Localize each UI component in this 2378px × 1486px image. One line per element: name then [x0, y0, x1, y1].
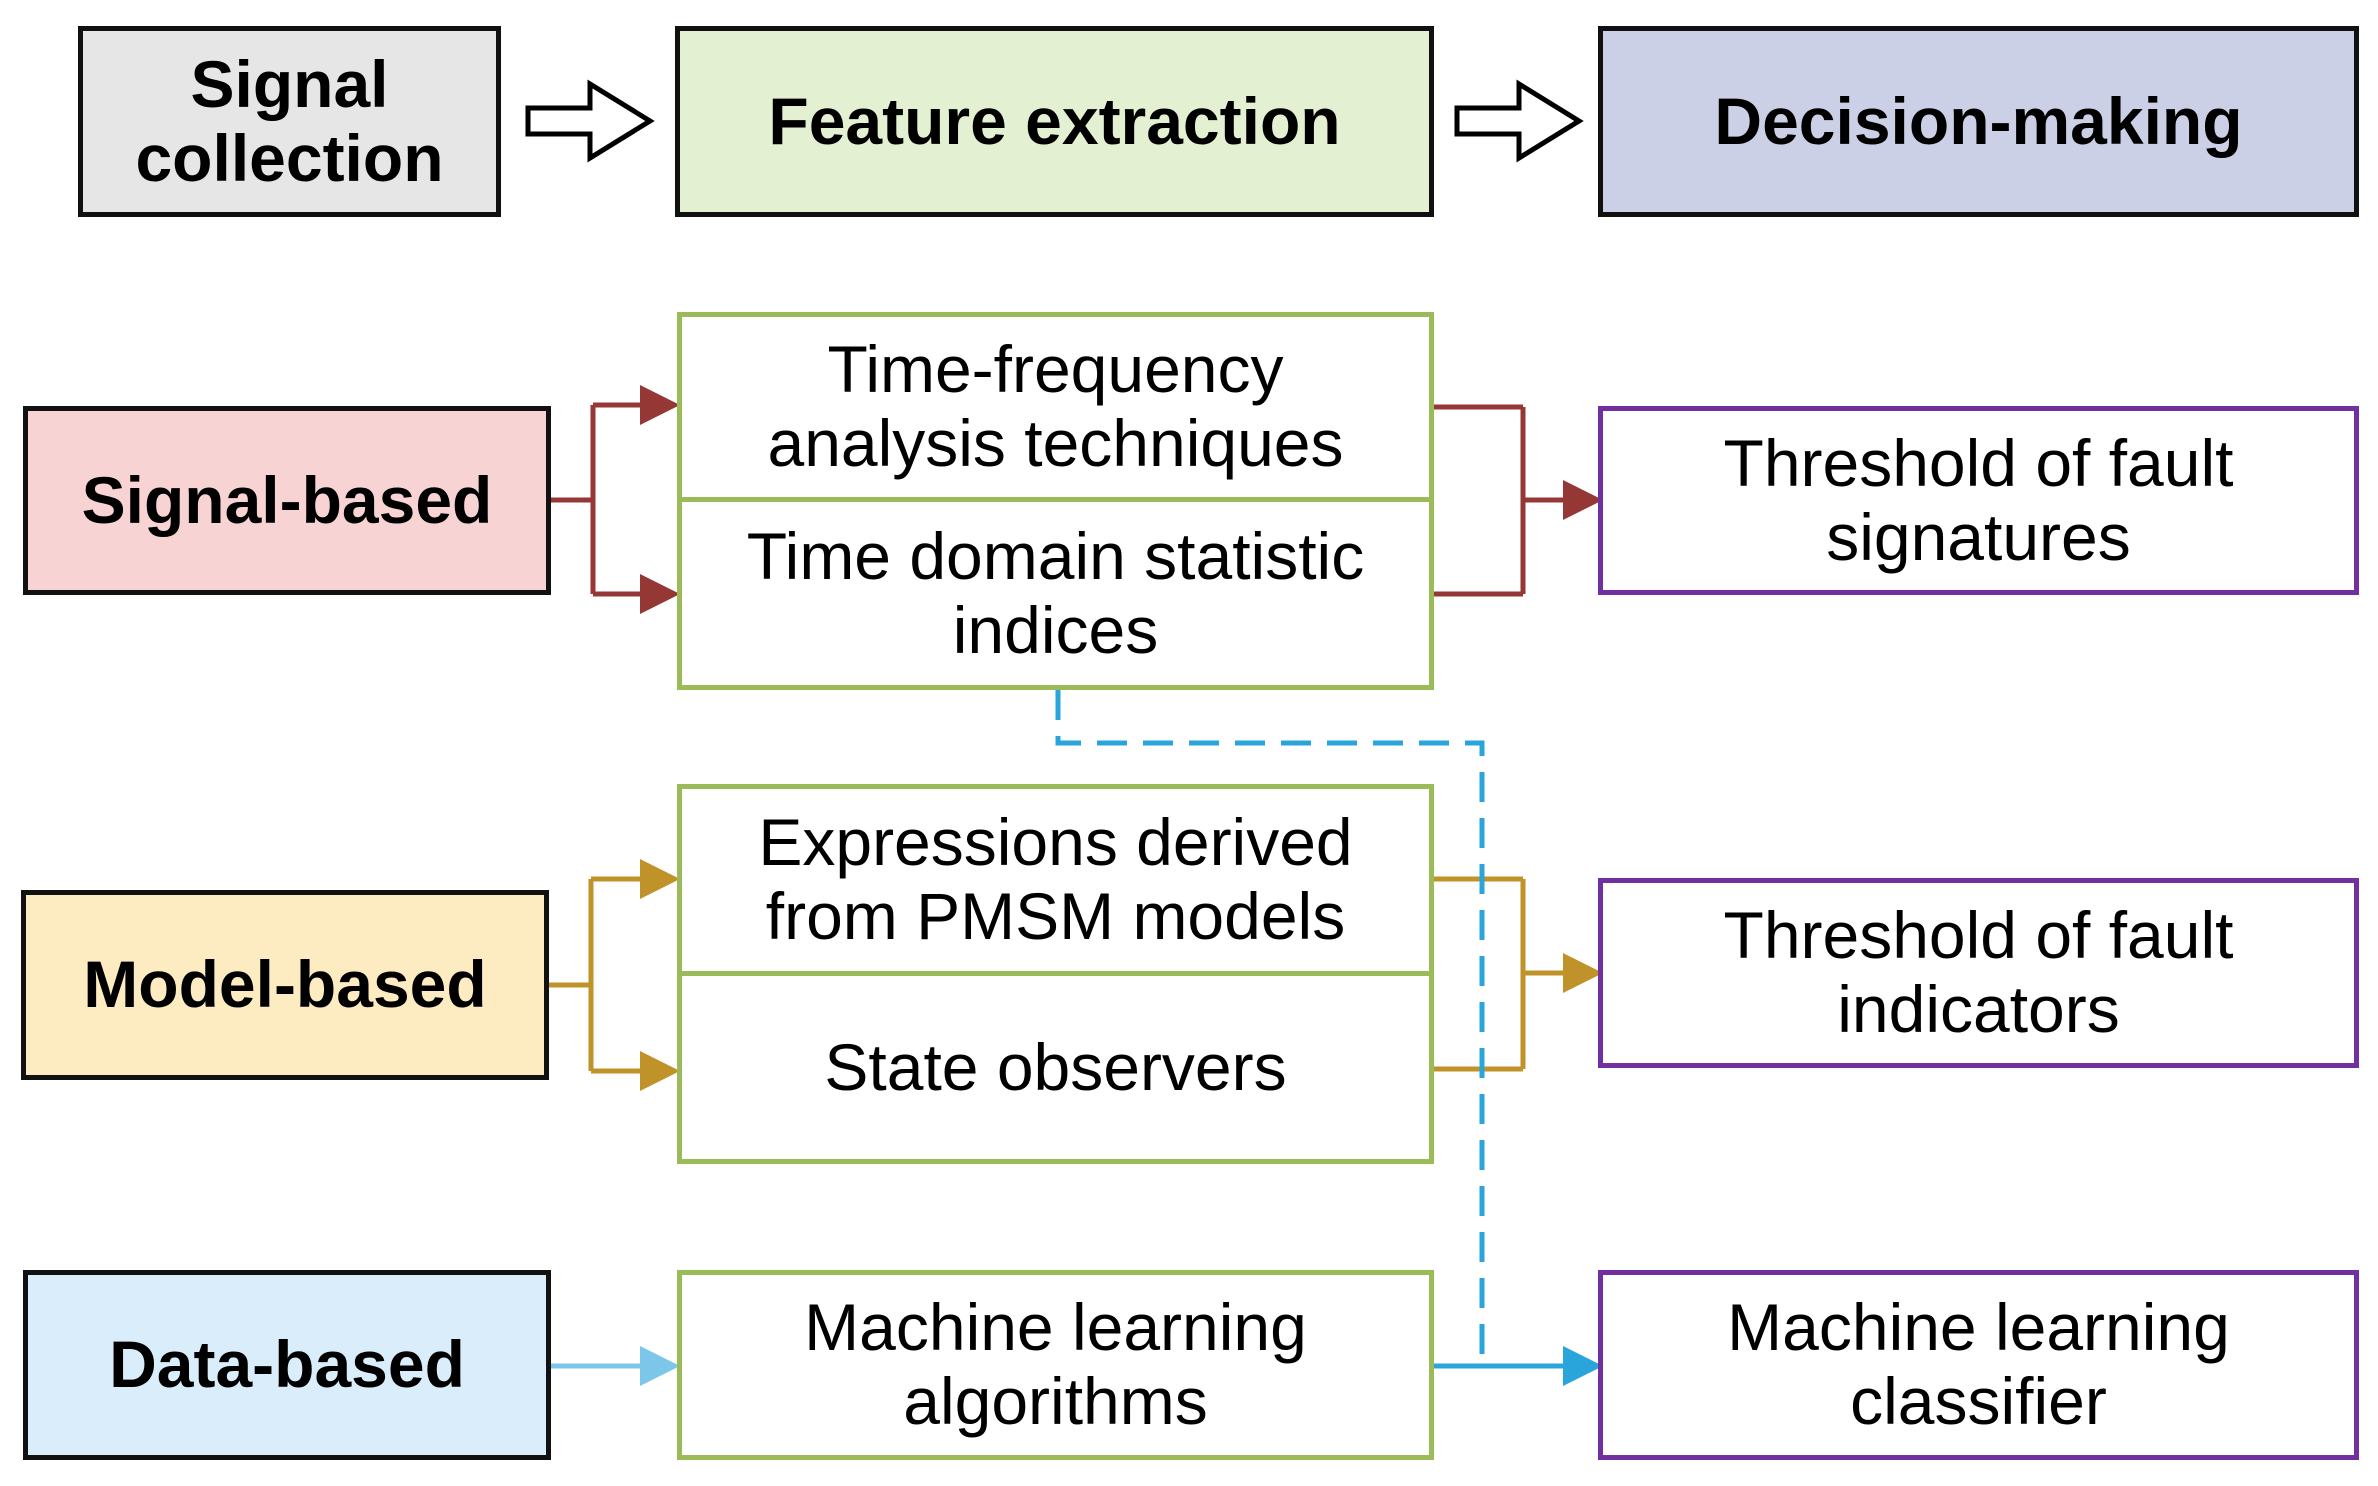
signal-based-box: Signal-based [23, 406, 551, 595]
feature-extraction-label: Feature extraction [768, 83, 1341, 158]
fault-indicators-label: Threshold of fault indicators [1723, 898, 2234, 1046]
signal-feature-divider [677, 497, 1434, 502]
state-observers-box: State observers [682, 976, 1429, 1159]
time-frequency-box: Time-frequency analysis techniques [682, 317, 1429, 497]
header-arrow-2 [1454, 79, 1584, 163]
data-based-label: Data-based [109, 1327, 465, 1402]
model-based-box: Model-based [21, 890, 549, 1080]
time-frequency-label: Time-frequency analysis techniques [767, 332, 1344, 480]
state-observers-label: State observers [824, 1029, 1287, 1104]
fault-signatures-label: Threshold of fault signatures [1723, 425, 2234, 574]
fault-signatures-box: Threshold of fault signatures [1598, 406, 2359, 595]
ml-classifier-box: Machine learning classifier [1598, 1270, 2359, 1460]
expressions-label: Expressions derived from PMSM models [758, 805, 1353, 953]
signal-collection-label: Signal collection [135, 46, 444, 195]
decision-making-box: Decision-making [1598, 26, 2359, 217]
feature-extraction-box: Feature extraction [675, 26, 1434, 217]
model-feature-divider [677, 971, 1434, 976]
time-domain-label: Time domain statistic indices [746, 518, 1365, 667]
fault-indicators-box: Threshold of fault indicators [1598, 878, 2359, 1068]
signal-based-label: Signal-based [81, 462, 493, 537]
ml-classifier-label: Machine learning classifier [1727, 1290, 2230, 1438]
ml-algorithms-box: Machine learning algorithms [677, 1270, 1434, 1460]
model-based-label: Model-based [83, 947, 487, 1022]
ml-algorithms-label: Machine learning algorithms [804, 1290, 1307, 1438]
data-based-box: Data-based [23, 1270, 551, 1460]
decision-making-label: Decision-making [1714, 83, 2243, 158]
signal-collection-box: Signal collection [78, 26, 501, 217]
time-domain-box: Time domain statistic indices [682, 502, 1429, 685]
expressions-box: Expressions derived from PMSM models [682, 789, 1429, 971]
header-arrow-1 [525, 79, 655, 163]
